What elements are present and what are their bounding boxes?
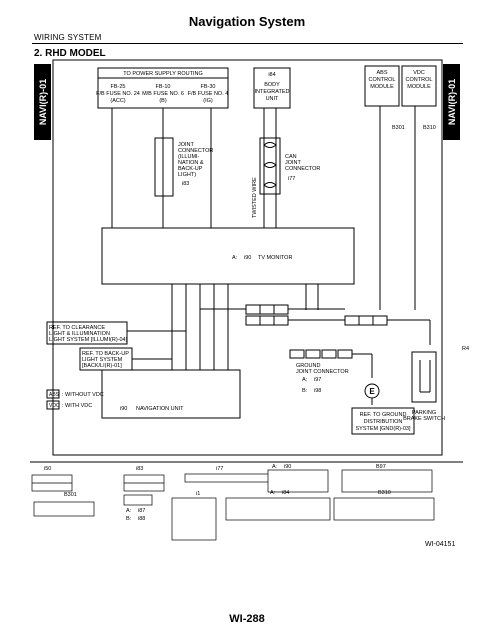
power-box-title: TO POWER SUPPLY ROUTING: [123, 71, 202, 77]
gj-b-key: B:: [302, 388, 308, 394]
fuse-1-name: F/B FUSE NO. 24: [96, 91, 140, 97]
fuse-2-id: FB-10: [156, 84, 171, 90]
abs-module-box: [364, 65, 400, 107]
fuse-3-name: F/B FUSE NO. 4: [188, 91, 229, 97]
body-unit-conn: i84: [268, 72, 275, 78]
conn-b310: B310: [378, 490, 391, 496]
legend-abs-key: ABS: [49, 392, 60, 398]
fuse-1-id: FB-25: [111, 84, 126, 90]
ref-backup-l3: [BACK/LI(R)-01]: [82, 363, 122, 369]
can-l2: JOINT: [285, 160, 302, 166]
abs-l3: MODULE: [370, 84, 394, 90]
body-unit-l3: UNIT: [266, 96, 279, 102]
body-unit-l1: BODY: [264, 82, 280, 88]
ref-clear-l1: REF. TO CLEARANCE: [49, 325, 105, 331]
twisted-wire-label: TWISTED WIRE: [252, 177, 258, 218]
fuse-2-name: M/B FUSE NO. 6: [142, 91, 184, 97]
nav-label: NAVIGATION UNIT: [136, 406, 184, 412]
ref-clear-l2: LIGHT & ILLUMINATION: [49, 331, 110, 337]
abs-l2: CONTROL: [369, 77, 396, 83]
jc-l6: LIGHT): [178, 172, 196, 178]
conn-i84: i84: [282, 490, 289, 496]
ref-gnd-l3: SYSTEM [GND(R)-03]: [355, 426, 410, 432]
jc-l3: (ILLUMI-: [178, 154, 200, 160]
conn-i90: i90: [284, 464, 291, 470]
conn-i1: i1: [196, 491, 200, 497]
conn-i83-b-v: i88: [138, 516, 145, 522]
can-conn: i77: [288, 176, 295, 182]
jc-conn: i83: [182, 181, 189, 187]
section-title: 2. RHD MODEL: [34, 48, 106, 59]
vdc-l1: VDC: [413, 70, 425, 76]
joint-connector-box: [154, 137, 174, 197]
fuse-1-type: (ACC): [110, 98, 125, 104]
body-unit-l2: INTEGRATED: [254, 89, 289, 95]
ref-clear-l3: LIGHT SYSTEM [ILLUMI(R)-04]: [49, 337, 128, 343]
ref-ground-box: [351, 407, 415, 435]
gj-a-key: A:: [302, 377, 308, 383]
jc-l4: NATION &: [178, 160, 204, 166]
nav-conn: i90: [120, 406, 127, 412]
doc-id: WI-04151: [425, 541, 456, 548]
vdc-conn-label: B310: [423, 125, 436, 131]
diagram-labels: TO POWER SUPPLY ROUTING FB-25 F/B FUSE N…: [44, 70, 469, 522]
ref-backup-l1: REF. TO BACK-UP: [82, 351, 129, 357]
fuse-3-id: FB-30: [201, 84, 216, 90]
legend-abs-text: : WITHOUT VDC: [62, 392, 104, 398]
side-tab-right: NAVI(R)-01: [443, 64, 460, 140]
tv-prefix: A:: [232, 255, 238, 261]
conn-i90-prefix: A:: [272, 464, 278, 470]
ref-backup-l2: LIGHT SYSTEM: [82, 357, 123, 363]
gj-l2: JOINT CONNECTOR: [296, 369, 349, 375]
ground-e-label: E: [369, 387, 375, 396]
ref-gnd-l1: REF. TO GROUND: [360, 412, 407, 418]
ref-gnd-l2: DISTRIBUTION: [364, 419, 403, 425]
page-title: Navigation System: [188, 14, 306, 29]
fuse-3-type: (IG): [203, 98, 213, 104]
tv-monitor-box: [101, 227, 355, 285]
gj-l1: GROUND: [296, 363, 320, 369]
abs-conn-label: B301: [392, 125, 405, 131]
conn-i83-b-k: B:: [126, 516, 132, 522]
tv-conn: i90: [244, 255, 251, 261]
conn-i83-a-v: i87: [138, 508, 145, 514]
can-l3: CONNECTOR: [285, 166, 320, 172]
header-rule: [32, 43, 463, 44]
legend-vdc-key: VDC: [49, 403, 60, 409]
diagram-frame: [52, 59, 443, 456]
parking-brake-switch-box: [411, 351, 437, 403]
navigation-unit-box: [101, 369, 241, 419]
gj-b-val: i98: [314, 388, 321, 394]
tv-label: TV MONITOR: [258, 255, 292, 261]
conn-b301: B301: [64, 492, 77, 498]
can-joint-box: [259, 137, 281, 195]
conn-b97: B97: [376, 464, 386, 470]
vdc-l2: CONTROL: [406, 77, 433, 83]
ref-clearance-box: [46, 321, 128, 345]
legend-vdc-text: : WITH VDC: [62, 403, 92, 409]
conn-i84-prefix: A:: [270, 490, 276, 496]
conn-i83: i83: [136, 466, 143, 472]
vdc-module-box: [401, 65, 437, 107]
vdc-l3: MODULE: [407, 84, 431, 90]
can-l1: CAN: [285, 154, 297, 160]
section-header: WIRING SYSTEM: [34, 33, 102, 42]
conn-i77: i77: [216, 466, 223, 472]
jc-l2: CONNECTOR: [178, 148, 213, 154]
jc-l1: JOINT: [178, 142, 195, 148]
pb-l1: PARKING: [412, 410, 436, 416]
abs-l1: ABS: [376, 70, 387, 76]
body-integrated-unit-box: [253, 67, 291, 109]
fuse-2-type: (B): [159, 98, 167, 104]
conn-i50: i50: [44, 466, 51, 472]
pb-l2: BRAKE SWITCH: [403, 416, 445, 422]
side-tab-left: NAVI(R)-01: [34, 64, 51, 140]
jc-l5: BACK-UP: [178, 166, 203, 172]
gj-a-val: i97: [314, 377, 321, 383]
connector-faces: [31, 469, 435, 541]
pb-conn: R4: [462, 346, 469, 352]
conn-i83-a-k: A:: [126, 508, 132, 514]
page-number: WI-288: [229, 613, 265, 625]
